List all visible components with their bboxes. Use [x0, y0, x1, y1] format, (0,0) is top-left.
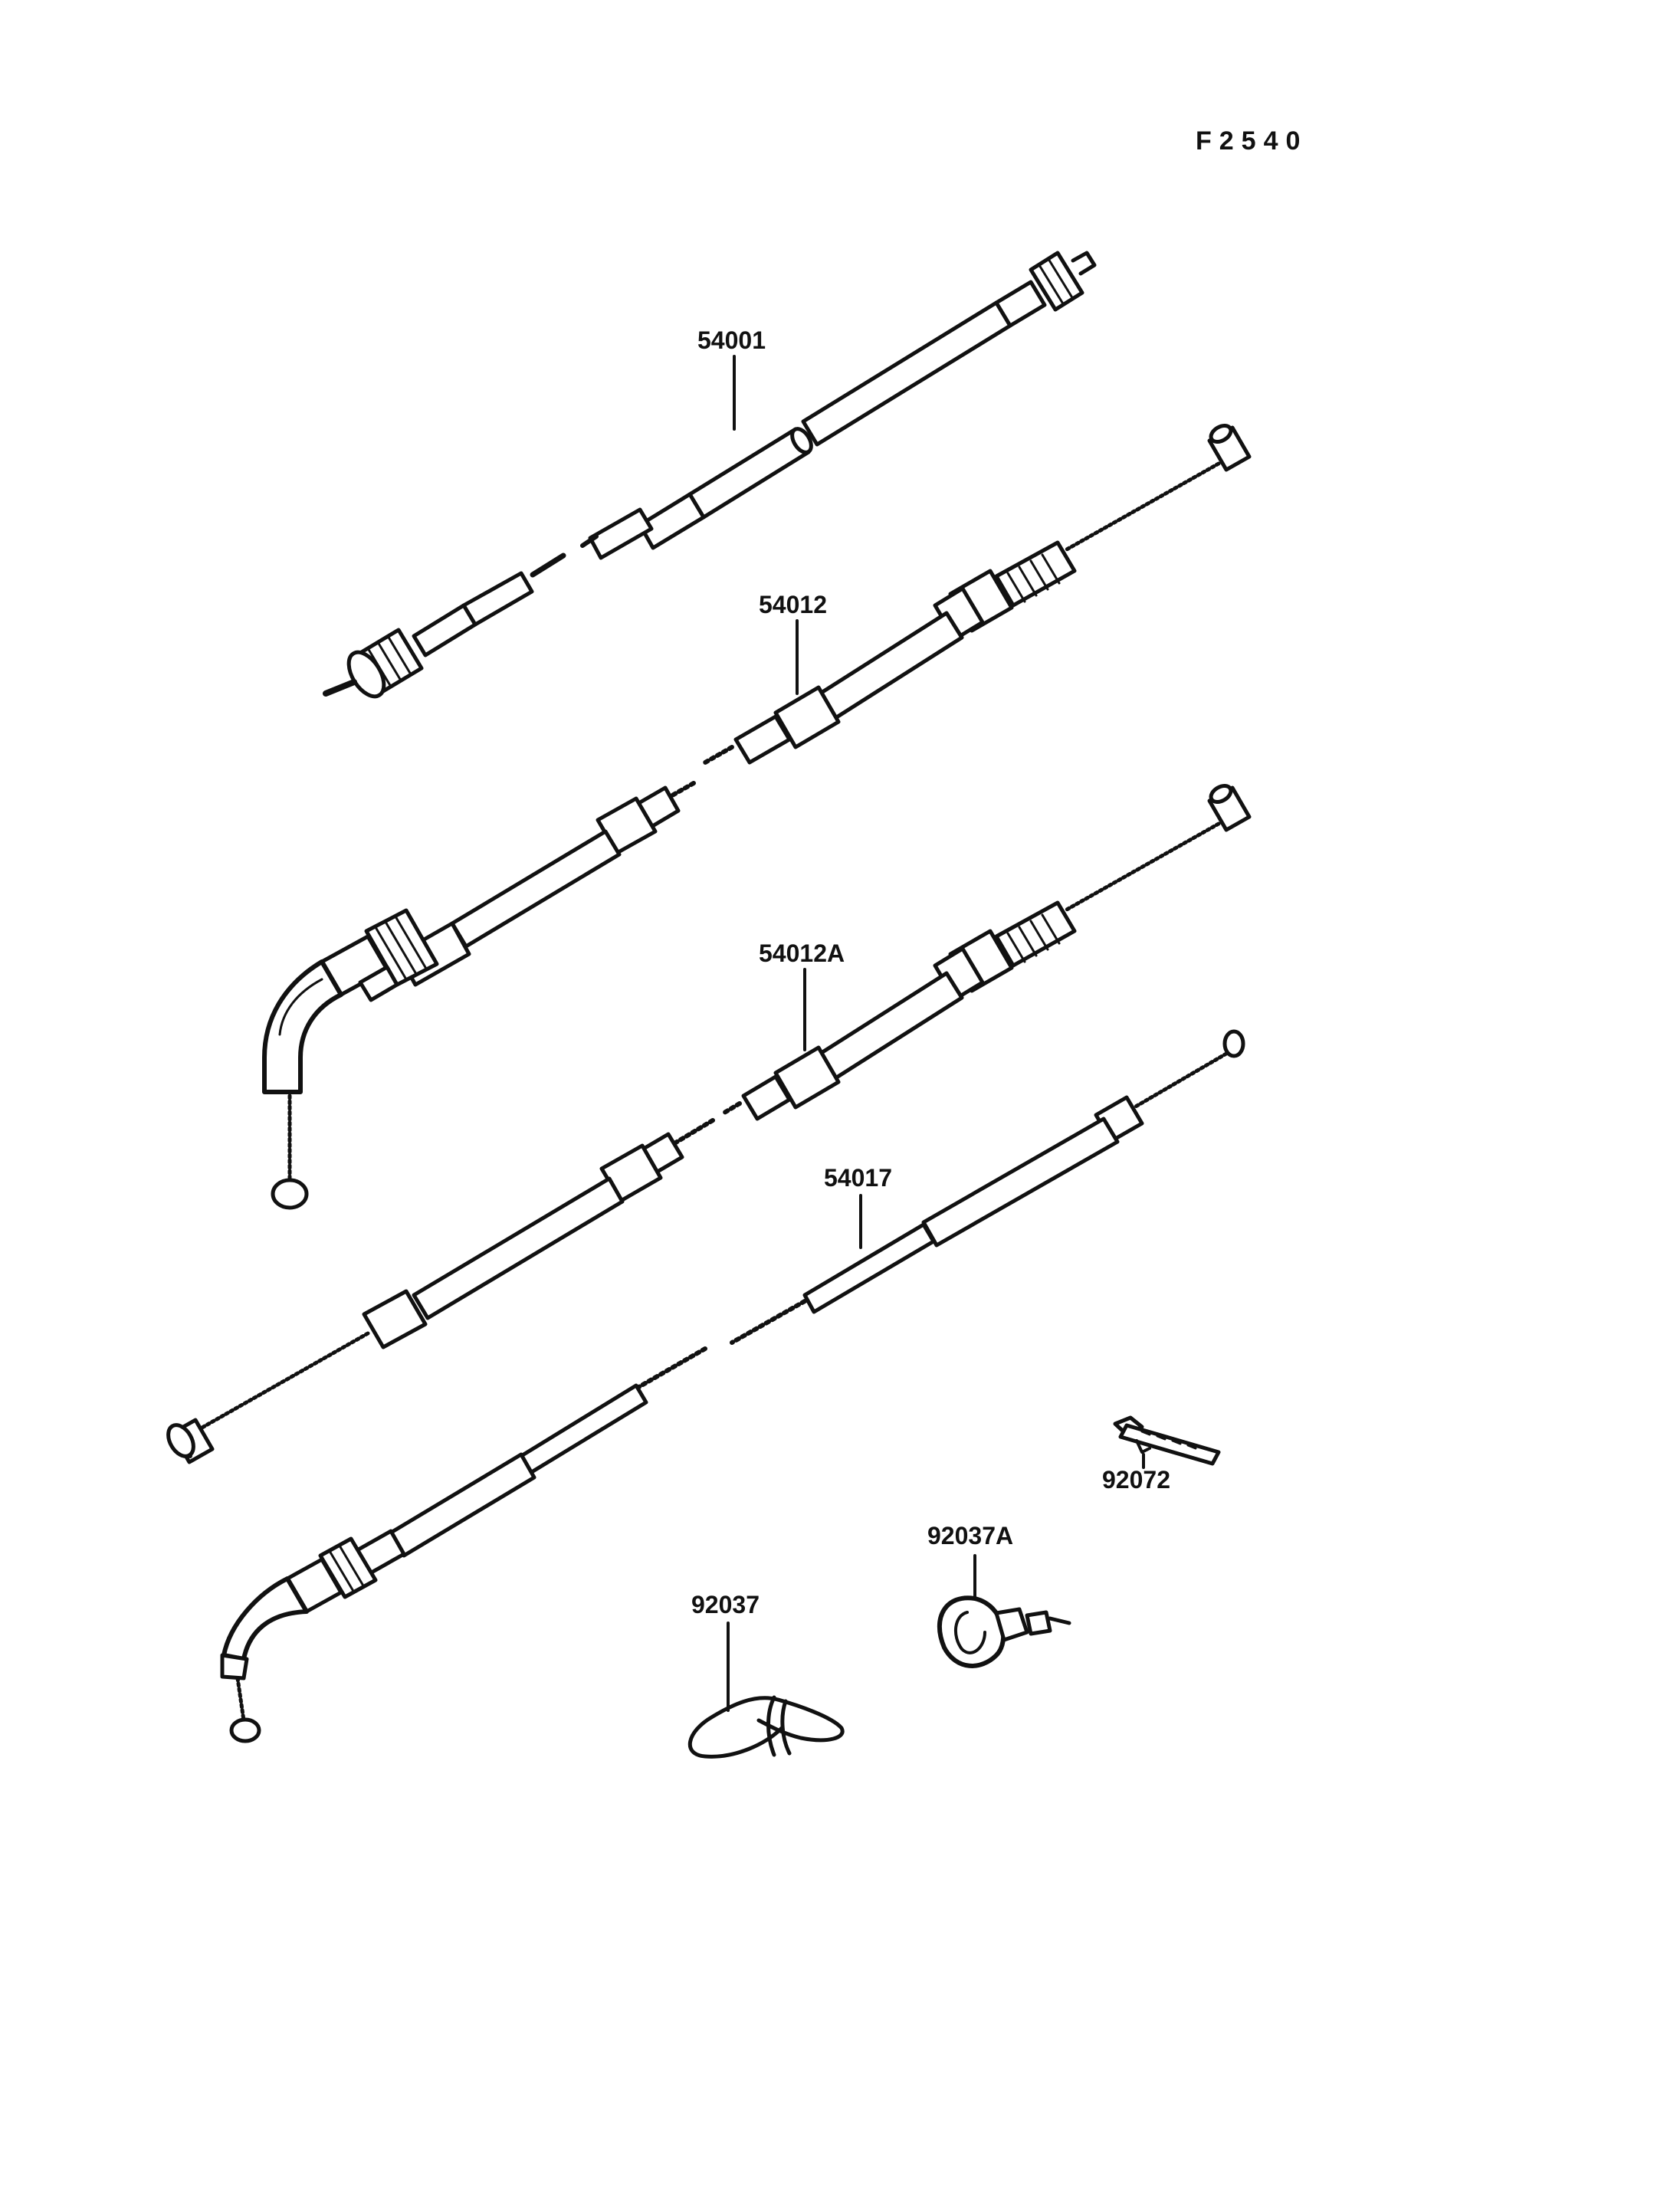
- part-label-92037A: 92037A: [927, 1522, 1013, 1549]
- band: [1113, 1415, 1221, 1469]
- throttle-cable-upper: [262, 424, 1252, 1210]
- part-label-54017: 54017: [824, 1164, 892, 1192]
- part-label-54001: 54001: [697, 326, 766, 354]
- part-label-54012: 54012: [759, 591, 827, 618]
- clamp: [687, 1622, 845, 1759]
- choke-cable: [220, 1029, 1245, 1743]
- speedometer-cable: [323, 251, 1097, 699]
- part-label-92037: 92037: [691, 1591, 760, 1618]
- part-label-92072: 92072: [1102, 1466, 1170, 1494]
- figure-code: F2540: [1196, 126, 1308, 156]
- clamp-a: [937, 1554, 1071, 1668]
- part-label-54012A: 54012A: [759, 939, 845, 967]
- speck: [188, 1454, 192, 1458]
- throttle-cable-lower: [166, 784, 1252, 1464]
